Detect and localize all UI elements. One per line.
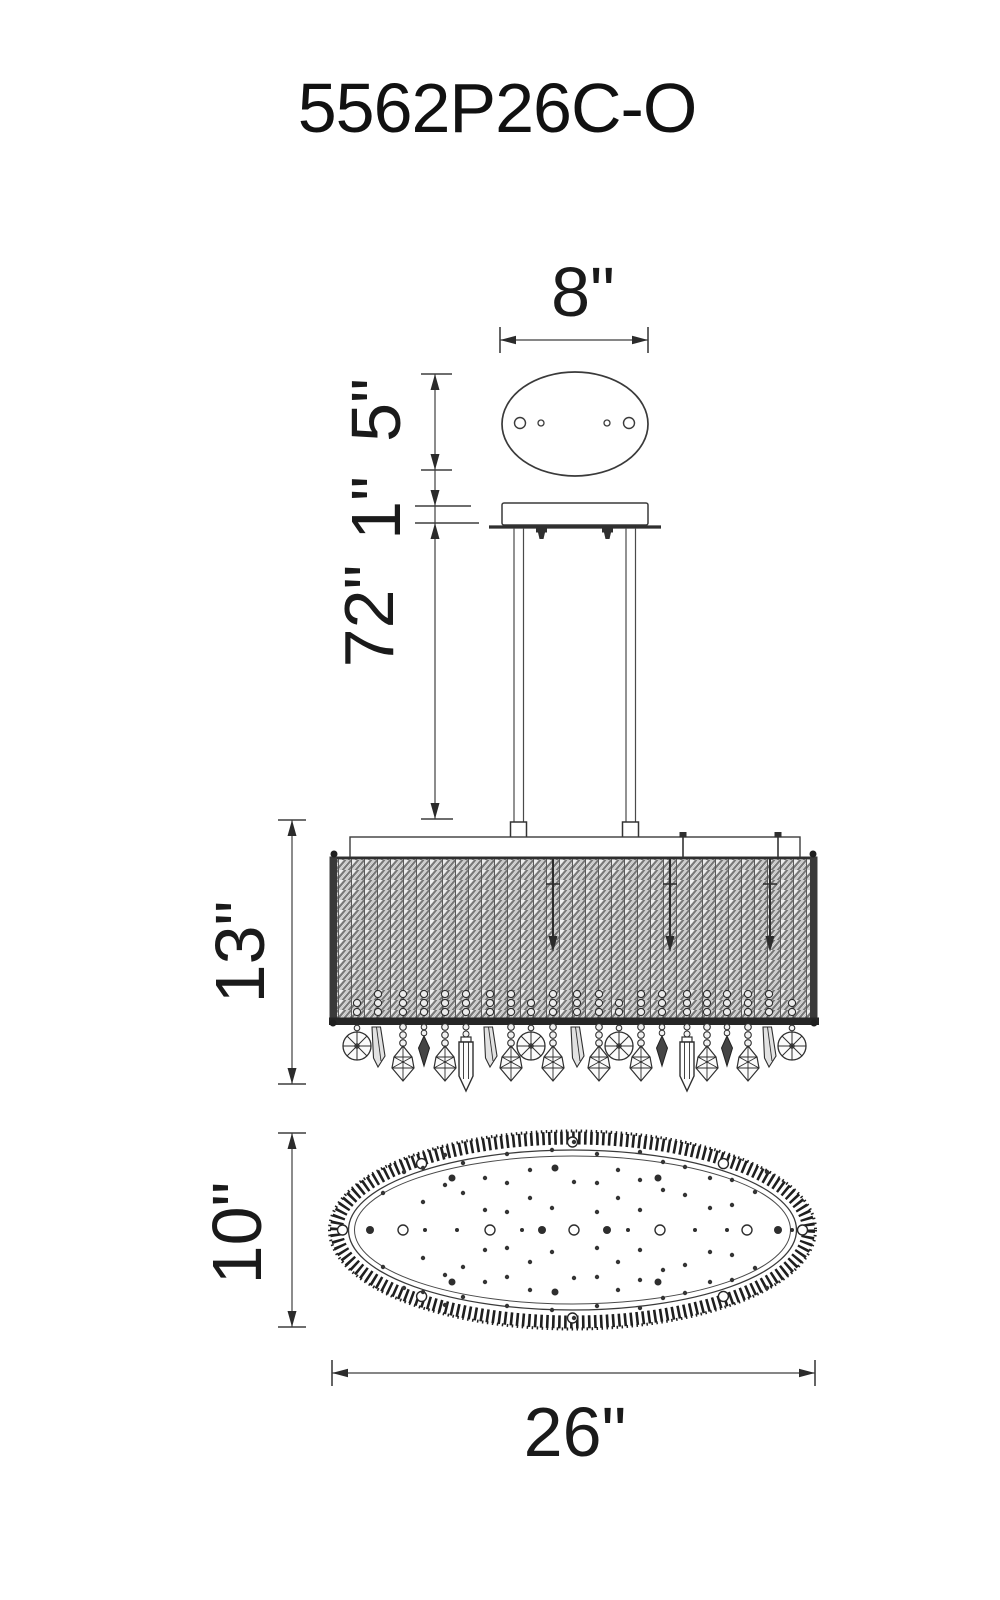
- fixture-plan-view: [328, 1129, 817, 1331]
- dim-label-rod-length: 72": [330, 564, 408, 668]
- canopy-screws: [536, 528, 613, 539]
- dim-label-canopy-width: 8": [551, 253, 615, 331]
- crystal-bead-chains: [352, 989, 797, 1017]
- dim-label-fixture-depth: 10": [198, 1181, 276, 1285]
- plan-crystal-points: [336, 1136, 809, 1324]
- dim-label-shade-height: 13": [201, 900, 279, 1004]
- dim-line-vertical-chain: [415, 373, 479, 820]
- dim-label-canopy-plate-height: 1": [337, 476, 415, 540]
- shade-corner-beads: [329, 850, 818, 1027]
- rod-connectors: [509, 821, 640, 839]
- dim-line-fixture-depth: [278, 1132, 306, 1328]
- dim-line-canopy-width: [499, 327, 649, 353]
- shade-body: [329, 850, 819, 1027]
- hanging-rods: [513, 528, 637, 822]
- dim-label-fixture-width: 26": [523, 1393, 627, 1471]
- shade-top-band: [349, 832, 801, 859]
- canopy-side-view: [489, 502, 661, 539]
- dim-line-fixture-width: [331, 1360, 816, 1386]
- dim-label-canopy-depth: 5": [337, 378, 415, 442]
- canopy-plan-view: [501, 371, 649, 477]
- inner-support-strands: [546, 859, 777, 952]
- model-number: 5562P26C-O: [297, 69, 698, 147]
- dim-line-shade-height: [278, 819, 306, 1085]
- crystal-fringe: [342, 1023, 807, 1093]
